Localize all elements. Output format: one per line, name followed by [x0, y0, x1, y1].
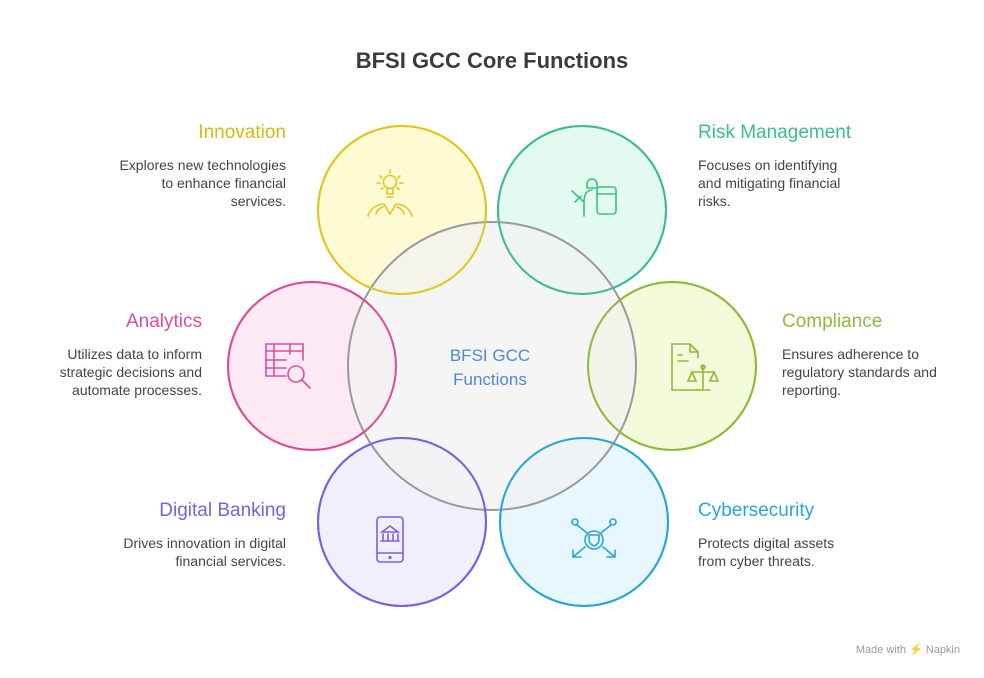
center-label-line2: Functions	[453, 370, 527, 389]
label-risk: Risk Management Focuses on identifying a…	[698, 122, 938, 210]
document-scale-icon	[671, 343, 720, 391]
digital-title: Digital Banking	[159, 500, 286, 521]
label-innovation: Innovation Explores new technologies to …	[46, 122, 286, 210]
diagram-title: BFSI GCC Core Functions	[355, 48, 629, 73]
innovation-desc: Explores new technologies to enhance fin…	[119, 157, 286, 209]
label-digital: Digital Banking Drives innovation in dig…	[46, 500, 286, 570]
lightbulb-person-icon	[367, 169, 413, 217]
analytics-desc: Utilizes data to inform strategic decisi…	[59, 346, 202, 398]
label-compliance: Compliance Ensures adherence to regulato…	[782, 311, 952, 399]
mobile-bank-icon	[376, 516, 404, 563]
network-shield-icon	[571, 518, 617, 558]
circle-center	[347, 221, 637, 511]
made-with-napkin: Made with ⚡ Napkin	[855, 644, 960, 656]
label-analytics: Analytics Utilizes data to inform strate…	[0, 311, 202, 399]
cyber-title: Cybersecurity	[698, 500, 815, 521]
cyber-desc: Protects digital assets from cyber threa…	[698, 535, 835, 569]
center-label-line1: BFSI GCC	[450, 346, 530, 365]
innovation-title: Innovation	[198, 122, 286, 143]
risk-title: Risk Management	[698, 122, 852, 143]
digital-desc: Drives innovation in digital financial s…	[123, 535, 286, 569]
guard-shield-icon	[571, 178, 617, 217]
compliance-title: Compliance	[782, 311, 883, 332]
risk-desc: Focuses on identifying and mitigating fi…	[698, 157, 841, 209]
compliance-desc: Ensures adherence to regulatory standard…	[782, 346, 937, 398]
analytics-title: Analytics	[125, 311, 202, 332]
label-cyber: Cybersecurity Protects digital assets fr…	[698, 500, 938, 570]
table-search-icon	[265, 343, 311, 389]
